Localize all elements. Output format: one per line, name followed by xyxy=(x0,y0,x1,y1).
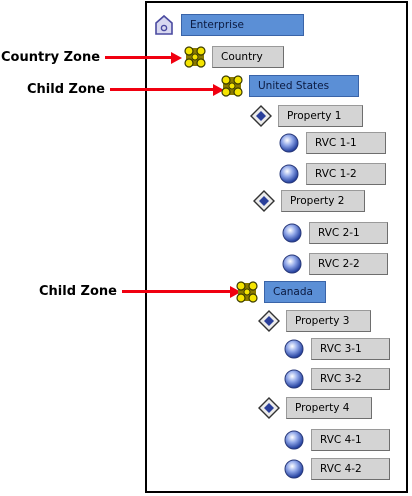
diamond-icon xyxy=(258,310,280,332)
diamond-icon xyxy=(250,105,272,127)
node-label: RVC 2-1 xyxy=(309,222,388,244)
tree-node-property-2[interactable]: Property 2 xyxy=(253,190,365,212)
node-label: RVC 3-1 xyxy=(311,338,390,360)
node-label: Property 1 xyxy=(278,105,363,127)
arrow-line xyxy=(121,290,230,293)
sphere-icon xyxy=(283,429,305,451)
tree-node-property-3[interactable]: Property 3 xyxy=(258,310,371,332)
tree-node-rvc-2-1[interactable]: RVC 2-1 xyxy=(281,222,388,244)
sphere-icon xyxy=(278,132,300,154)
node-label: Enterprise xyxy=(181,14,304,36)
node-label: RVC 4-2 xyxy=(311,458,390,480)
sphere-icon xyxy=(283,368,305,390)
tree-node-united-states[interactable]: United States xyxy=(221,75,359,97)
node-label: Canada xyxy=(264,281,326,303)
callout-child-zone-canada: Child Zone xyxy=(39,284,241,299)
zone-icon xyxy=(221,75,243,97)
tree-node-rvc-4-1[interactable]: RVC 4-1 xyxy=(283,429,390,451)
tree-node-enterprise[interactable]: Enterprise xyxy=(153,14,304,36)
house-icon xyxy=(153,14,175,36)
diamond-icon xyxy=(258,397,280,419)
tree-node-property-4[interactable]: Property 4 xyxy=(258,397,372,419)
arrow-line xyxy=(109,88,213,91)
sphere-icon xyxy=(281,222,303,244)
node-label: United States xyxy=(249,75,359,97)
arrow-head-icon xyxy=(212,83,224,96)
node-label: RVC 1-2 xyxy=(306,163,386,185)
sphere-icon xyxy=(283,338,305,360)
tree-node-property-1[interactable]: Property 1 xyxy=(250,105,363,127)
arrow-head-icon xyxy=(229,285,241,298)
sphere-icon xyxy=(281,253,303,275)
tree-node-rvc-4-2[interactable]: RVC 4-2 xyxy=(283,458,390,480)
callout-child-zone-us: Child Zone xyxy=(27,82,224,97)
tree-node-country[interactable]: Country xyxy=(184,46,284,68)
callout-country-zone: Country Zone xyxy=(1,50,183,65)
sphere-icon xyxy=(283,458,305,480)
node-label: RVC 4-1 xyxy=(311,429,390,451)
tree-node-rvc-2-2[interactable]: RVC 2-2 xyxy=(281,253,388,275)
tree-node-rvc-1-2[interactable]: RVC 1-2 xyxy=(278,163,386,185)
callout-label: Child Zone xyxy=(39,284,117,299)
arrow-head-icon xyxy=(171,51,183,64)
zone-icon xyxy=(236,281,258,303)
node-label: Country xyxy=(212,46,284,68)
node-label: Property 2 xyxy=(281,190,365,212)
sphere-icon xyxy=(278,163,300,185)
diamond-icon xyxy=(253,190,275,212)
tree-node-rvc-3-2[interactable]: RVC 3-2 xyxy=(283,368,390,390)
node-label: RVC 2-2 xyxy=(309,253,388,275)
node-label: RVC 3-2 xyxy=(311,368,390,390)
node-label: Property 4 xyxy=(286,397,372,419)
callout-label: Country Zone xyxy=(1,50,101,65)
node-label: RVC 1-1 xyxy=(306,132,386,154)
callout-label: Child Zone xyxy=(27,82,105,97)
tree-node-rvc-3-1[interactable]: RVC 3-1 xyxy=(283,338,390,360)
zone-icon xyxy=(184,46,206,68)
tree-node-rvc-1-1[interactable]: RVC 1-1 xyxy=(278,132,386,154)
node-label: Property 3 xyxy=(286,310,371,332)
arrow-line xyxy=(105,56,172,59)
tree-node-canada[interactable]: Canada xyxy=(236,281,326,303)
